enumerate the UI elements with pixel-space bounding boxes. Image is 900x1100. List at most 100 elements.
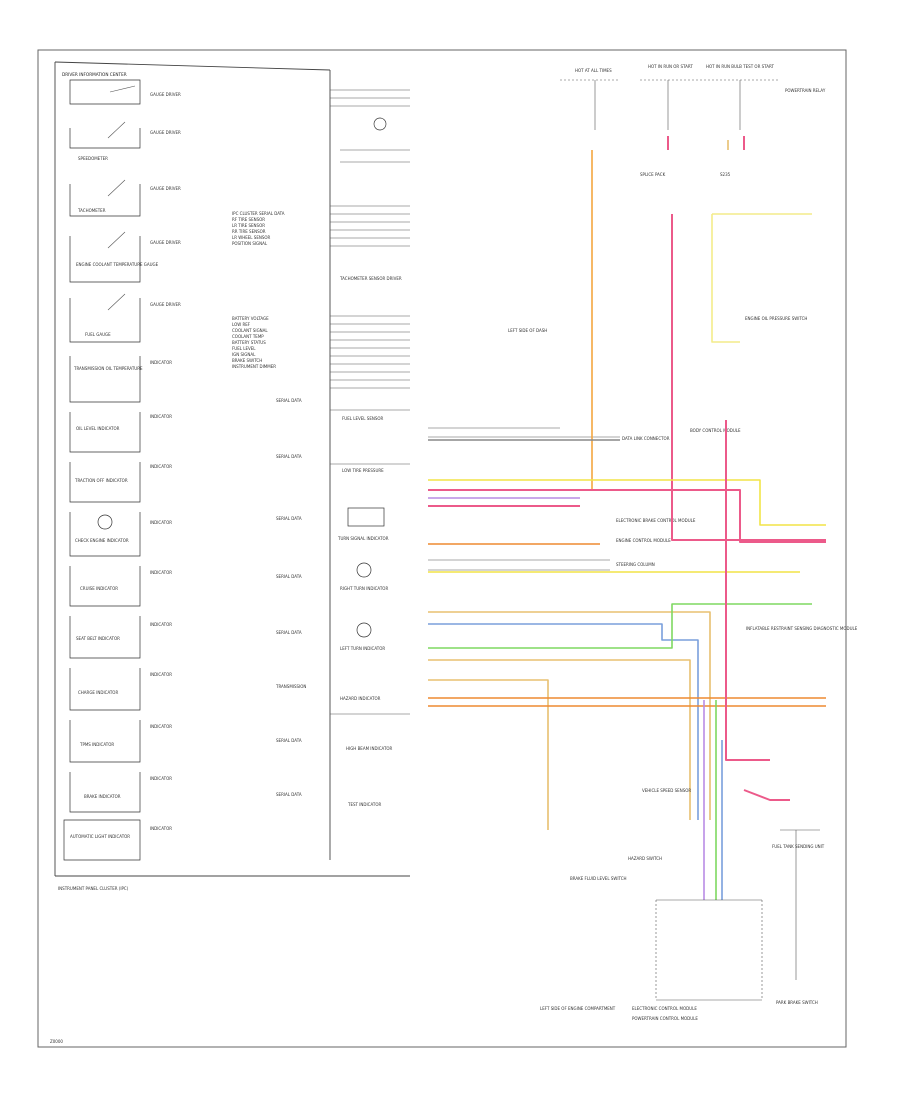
ground-left-label: LEFT SIDE OF DASH [508, 328, 547, 333]
left-component-4: FUEL GAUGE GAUGE DRIVER [69, 293, 181, 343]
svg-text:POSITION SIGNAL: POSITION SIGNAL [232, 241, 268, 246]
park-module-label: PARK BRAKE SWITCH [776, 1000, 818, 1005]
right-component-label: RIGHT TURN INDICATOR [340, 586, 388, 591]
left-component-11: CHARGE INDICATOR INDICATOR [69, 668, 172, 711]
left-component-10: SEAT BELT INDICATOR INDICATOR [69, 616, 172, 659]
svg-text:IPC CLUSTER SERIAL DATA: IPC CLUSTER SERIAL DATA [232, 211, 285, 216]
right-component-label: LOW TIRE PRESSURE [342, 468, 384, 473]
right-component-label: HAZARD INDICATOR [340, 696, 381, 701]
svg-text:INDICATOR: INDICATOR [150, 570, 172, 575]
wire-pink-20 [743, 789, 790, 801]
right-component-label: TURN SIGNAL INDICATOR [337, 536, 389, 541]
data-link-label: DATA LINK CONNECTOR [622, 436, 670, 441]
left-component-8: CHECK ENGINE INDICATOR INDICATOR [69, 512, 172, 557]
svg-text:IGN SIGNAL: IGN SIGNAL [232, 352, 256, 357]
bus-lines [428, 427, 620, 571]
speed-sensor-label: VEHICLE SPEED SENSOR [642, 788, 691, 793]
right-component-label: HIGH BEAM INDICATOR [346, 746, 393, 751]
svg-text:COOLANT TEMP: COOLANT TEMP [232, 334, 264, 339]
left-component-2: TACHOMETER GAUGE DRIVER [69, 179, 181, 217]
svg-text:SERIAL DATA: SERIAL DATA [276, 574, 302, 579]
right-component-label: TACHOMETER SENSOR DRIVER [339, 276, 402, 281]
svg-text:GAUGE DRIVER: GAUGE DRIVER [150, 92, 181, 97]
fuse-label-b: HOT IN RUN OR START [648, 64, 693, 69]
relay-label-a: POWERTRAIN RELAY [785, 88, 826, 93]
svg-text:BATTERY VOLTAGE: BATTERY VOLTAGE [232, 316, 269, 321]
component-label: OIL LEVEL INDICATOR [76, 426, 120, 431]
component-label: FUEL GAUGE [85, 332, 111, 337]
left-component-0: DRIVER INFORMATION CENTER GAUGE DRIVER [62, 72, 181, 105]
steering-module-label: STEERING COLUMN [616, 562, 655, 567]
component-label: TRANSMISSION OIL TEMPERATURE [73, 366, 143, 371]
component-label: AUTOMATIC LIGHT INDICATOR [70, 834, 130, 839]
fuel-sender-label: FUEL TANK SENDING UNIT [772, 844, 825, 849]
diagram-frame [37, 49, 847, 1048]
svg-text:RF TIRE SENSOR: RF TIRE SENSOR [232, 217, 265, 222]
wire-green-14 [428, 603, 812, 649]
wire-tan-12 [428, 611, 711, 820]
component-label: TPMS INDICATOR [79, 742, 114, 747]
svg-text:LR WHEEL SENSOR: LR WHEEL SENSOR [232, 235, 271, 240]
engine-module-label: ENGINE CONTROL MODULE [616, 538, 671, 543]
svg-text:INDICATOR: INDICATOR [150, 724, 172, 729]
left-component-7: TRACTION OFF INDICATOR INDICATOR [69, 462, 172, 503]
abs-module-label: ELECTRONIC BRAKE CONTROL MODULE [616, 518, 696, 523]
svg-text:GAUGE DRIVER: GAUGE DRIVER [150, 302, 181, 307]
svg-text:INSTRUMENT DIMMER: INSTRUMENT DIMMER [232, 364, 276, 369]
fuse-label-a: HOT AT ALL TIMES [575, 68, 612, 73]
fuse-block-top: HOT AT ALL TIMES HOT IN RUN OR START HOT… [560, 64, 826, 321]
instrument-cluster-block [54, 61, 410, 877]
svg-text:GAUGE DRIVER: GAUGE DRIVER [150, 186, 181, 191]
svg-text:INDICATOR: INDICATOR [150, 622, 172, 627]
svg-text:RR TIRE SENSOR: RR TIRE SENSOR [232, 229, 266, 234]
bottom-labels: BRAKE FLUID LEVEL SWITCH LEFT SIDE OF EN… [540, 788, 825, 1021]
left-component-1: SPEEDOMETER GAUGE DRIVER [69, 121, 181, 161]
right-component-label: LEFT TURN INDICATOR [340, 646, 385, 651]
component-label: SEAT BELT INDICATOR [76, 636, 120, 641]
body-module-label: BODY CONTROL MODULE [690, 428, 741, 433]
wire-pink-7 [428, 489, 826, 543]
wire-light_yellow-5 [711, 214, 740, 343]
wire-pink-19 [725, 420, 770, 761]
right-component-column: TACHOMETER SENSOR DRIVER FUEL LEVEL SENS… [330, 89, 410, 807]
svg-text:INDICATOR: INDICATOR [150, 414, 172, 419]
component-label: TRACTION OFF INDICATOR [74, 478, 128, 483]
svg-text:BRAKE SWITCH: BRAKE SWITCH [232, 358, 262, 363]
svg-text:INDICATOR: INDICATOR [150, 520, 172, 525]
left-component-9: CRUISE INDICATOR INDICATOR [69, 566, 172, 607]
component-label: ENGINE COOLANT TEMPERATURE GAUGE [76, 262, 159, 267]
svg-text:INDICATOR: INDICATOR [150, 360, 172, 365]
left-component-column: DRIVER INFORMATION CENTER GAUGE DRIVER S… [62, 72, 181, 861]
svg-text:FUEL LEVEL: FUEL LEVEL [232, 346, 256, 351]
hazard-switch-label: HAZARD SWITCH [628, 856, 662, 861]
wire-pink-1 [671, 214, 826, 541]
component-label: CHARGE INDICATOR [78, 690, 118, 695]
right-component-label: FUEL LEVEL SENSOR [342, 416, 384, 421]
ecm-block-label: ELECTRONIC CONTROL MODULE [632, 1006, 697, 1011]
svg-text:GAUGE DRIVER: GAUGE DRIVER [150, 130, 181, 135]
svg-text:BATTERY STATUS: BATTERY STATUS [232, 340, 266, 345]
mid-labels: LEFT SIDE OF DASH BODY CONTROL MODULE DA… [508, 328, 858, 631]
svg-text:COOLANT SIGNAL: COOLANT SIGNAL [232, 328, 268, 333]
component-label: CRUISE INDICATOR [80, 586, 118, 591]
cluster-pins: IPC CLUSTER SERIAL DATA RF TIRE SENSOR L… [232, 211, 306, 797]
ground-bottom-label: LEFT SIDE OF ENGINE COMPARTMENT [540, 1006, 616, 1011]
wire-yellow-6 [428, 479, 826, 526]
component-label: BRAKE INDICATOR [84, 794, 121, 799]
splice-label-b: S235 [720, 172, 731, 177]
svg-text:SERIAL DATA: SERIAL DATA [276, 630, 302, 635]
component-label: CHECK ENGINE INDICATOR [75, 538, 129, 543]
svg-text:TRANSMISSION: TRANSMISSION [275, 684, 306, 689]
brake-switch-label: BRAKE FLUID LEVEL SWITCH [570, 876, 627, 881]
fuse-label-c: HOT IN RUN BULB TEST OR START [706, 64, 775, 69]
svg-text:SERIAL DATA: SERIAL DATA [276, 792, 302, 797]
svg-text:SERIAL DATA: SERIAL DATA [276, 454, 302, 459]
wire-tan-16 [428, 679, 549, 830]
wire-tan-15 [428, 659, 691, 820]
wire-blue-13 [428, 623, 699, 820]
svg-text:SERIAL DATA: SERIAL DATA [276, 516, 302, 521]
svg-text:INDICATOR: INDICATOR [150, 826, 172, 831]
cluster-caption: INSTRUMENT PANEL CLUSTER (IPC) [58, 886, 129, 891]
